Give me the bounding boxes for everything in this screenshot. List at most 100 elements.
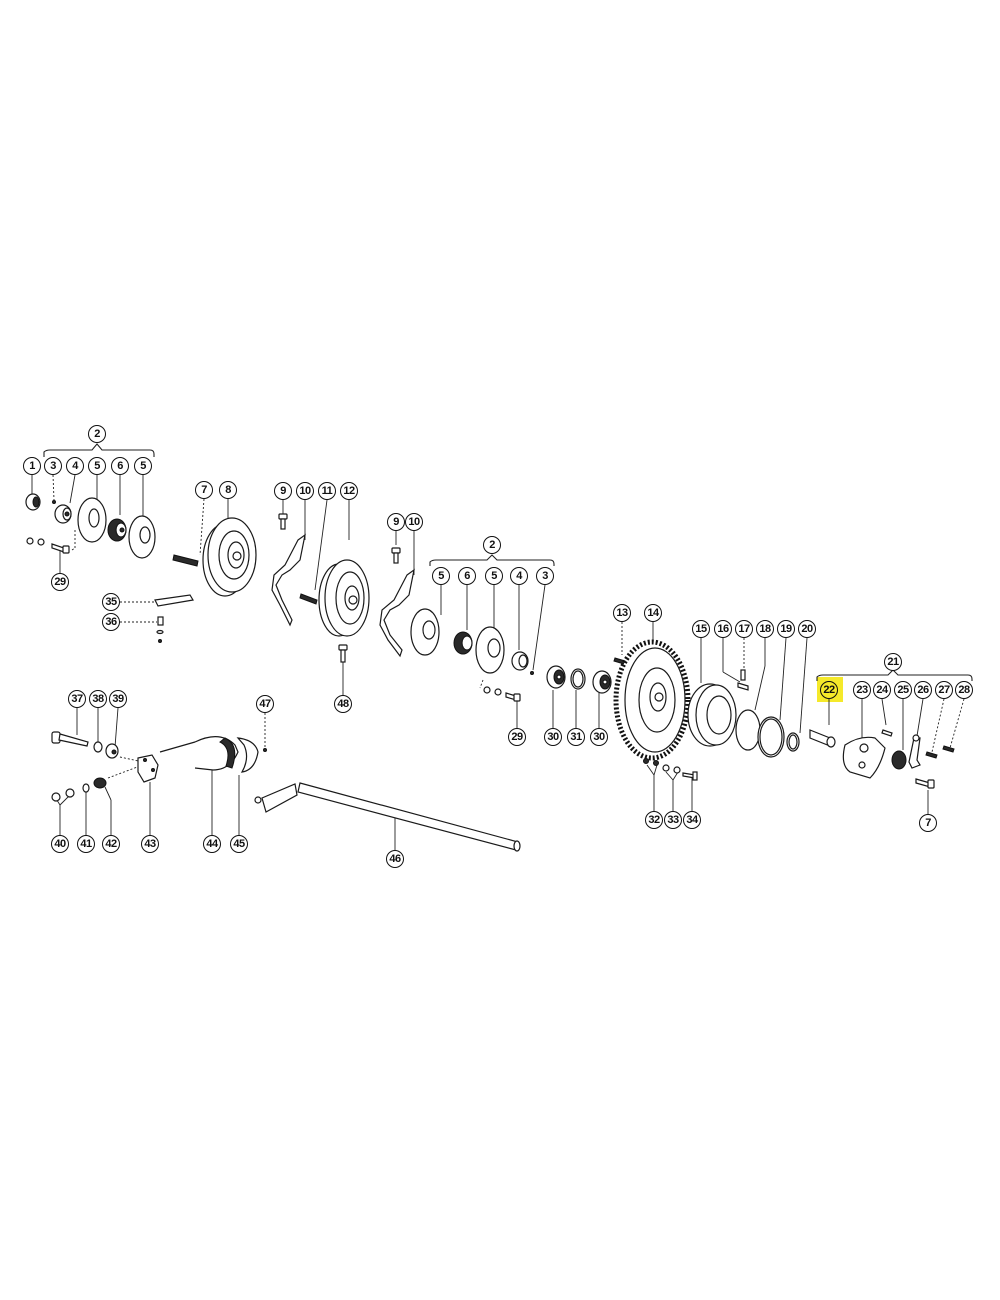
part-12-pulley [318,559,370,637]
callout-26[interactable]: 26 [914,681,932,699]
callout-5[interactable]: 5 [432,567,450,585]
part-4-bearing-b [511,651,529,671]
part-15-housing [687,683,737,747]
part-23-cam [842,736,886,779]
callout-5[interactable]: 5 [88,457,106,475]
part-41-washer [82,783,90,793]
callout-20[interactable]: 20 [798,620,816,638]
callout-38[interactable]: 38 [89,690,107,708]
part-5-flange-b [128,515,156,559]
callout-23[interactable]: 23 [853,681,871,699]
callout-2-left[interactable]: 2 [88,425,106,443]
part-4-bearing [54,504,72,524]
callout-5[interactable]: 5 [485,567,503,585]
part-30-bearing-a [546,665,566,689]
callout-33[interactable]: 33 [664,811,682,829]
part-10-lever-b [379,568,415,658]
callout-41[interactable]: 41 [77,835,95,853]
part-7-screw-b [915,778,935,789]
callout-14[interactable]: 14 [644,604,662,622]
callout-16[interactable]: 16 [714,620,732,638]
callout-25[interactable]: 25 [894,681,912,699]
callout-4[interactable]: 4 [66,457,84,475]
part-29-screw [26,537,70,554]
callout-28[interactable]: 28 [955,681,973,699]
callout-11[interactable]: 11 [318,482,336,500]
part-40-nuts [51,788,75,802]
callout-6[interactable]: 6 [111,457,129,475]
callout-15[interactable]: 15 [692,620,710,638]
part-30-bearing-b [592,670,612,694]
callout-31[interactable]: 31 [567,728,585,746]
part-28-pin [942,745,955,753]
callout-19[interactable]: 19 [777,620,795,638]
callout-47[interactable]: 47 [256,695,274,713]
callout-36[interactable]: 36 [102,613,120,631]
callout-22-highlighted[interactable]: 22 [820,681,838,699]
part-10-lever-a [271,533,306,627]
callout-6[interactable]: 6 [458,567,476,585]
part-38-washer [93,741,103,753]
part-6-bearing [107,518,127,542]
callout-42[interactable]: 42 [102,835,120,853]
callout-10[interactable]: 10 [296,482,314,500]
callout-9[interactable]: 9 [387,513,405,531]
part-27-pin [925,751,938,759]
callout-18[interactable]: 18 [756,620,774,638]
callout-43[interactable]: 43 [141,835,159,853]
callout-35[interactable]: 35 [102,593,120,611]
part-19-ring [757,716,785,758]
callout-8[interactable]: 8 [219,481,237,499]
part-36-screw [156,616,164,643]
callout-37[interactable]: 37 [68,690,86,708]
part-48-screw [338,644,348,663]
part-25-spring [891,750,907,770]
callout-3[interactable]: 3 [44,457,62,475]
callout-12[interactable]: 12 [340,482,358,500]
callout-44[interactable]: 44 [203,835,221,853]
callout-10[interactable]: 10 [405,513,423,531]
part-1-bushing [25,493,41,511]
part-16-key [737,682,749,691]
part-8-pulley [202,517,257,597]
callout-45[interactable]: 45 [230,835,248,853]
callout-7[interactable]: 7 [919,814,937,832]
callout-5[interactable]: 5 [134,457,152,475]
part-32-nuts [643,758,659,766]
part-44-strap [159,736,239,771]
part-22-shaft [809,729,836,748]
part-11-pin [299,593,318,605]
callout-30[interactable]: 30 [544,728,562,746]
part-26-lever [908,734,921,769]
callout-4[interactable]: 4 [510,567,528,585]
callout-40[interactable]: 40 [51,835,69,853]
callout-39[interactable]: 39 [109,690,127,708]
part-34-screw [682,771,698,781]
callout-46[interactable]: 46 [386,850,404,868]
callout-34[interactable]: 34 [683,811,701,829]
part-29-screw-b [483,686,521,702]
callout-13[interactable]: 13 [613,604,631,622]
callout-3[interactable]: 3 [536,567,554,585]
part-18-ring [735,709,761,751]
callout-48[interactable]: 48 [334,695,352,713]
callout-30[interactable]: 30 [590,728,608,746]
part-43-bracket [137,754,159,783]
part-20-ring [786,732,800,752]
callout-17[interactable]: 17 [735,620,753,638]
callout-2-middle[interactable]: 2 [483,536,501,554]
callout-21[interactable]: 21 [884,653,902,671]
callout-7[interactable]: 7 [195,481,213,499]
part-17-screw [740,669,746,681]
callout-9[interactable]: 9 [274,482,292,500]
callout-29[interactable]: 29 [508,728,526,746]
callout-1[interactable]: 1 [23,457,41,475]
part-47-pin [263,748,267,752]
callout-29[interactable]: 29 [51,573,69,591]
part-5-flange-c [410,608,440,656]
callout-27[interactable]: 27 [935,681,953,699]
callout-24[interactable]: 24 [873,681,891,699]
callout-32[interactable]: 32 [645,811,663,829]
